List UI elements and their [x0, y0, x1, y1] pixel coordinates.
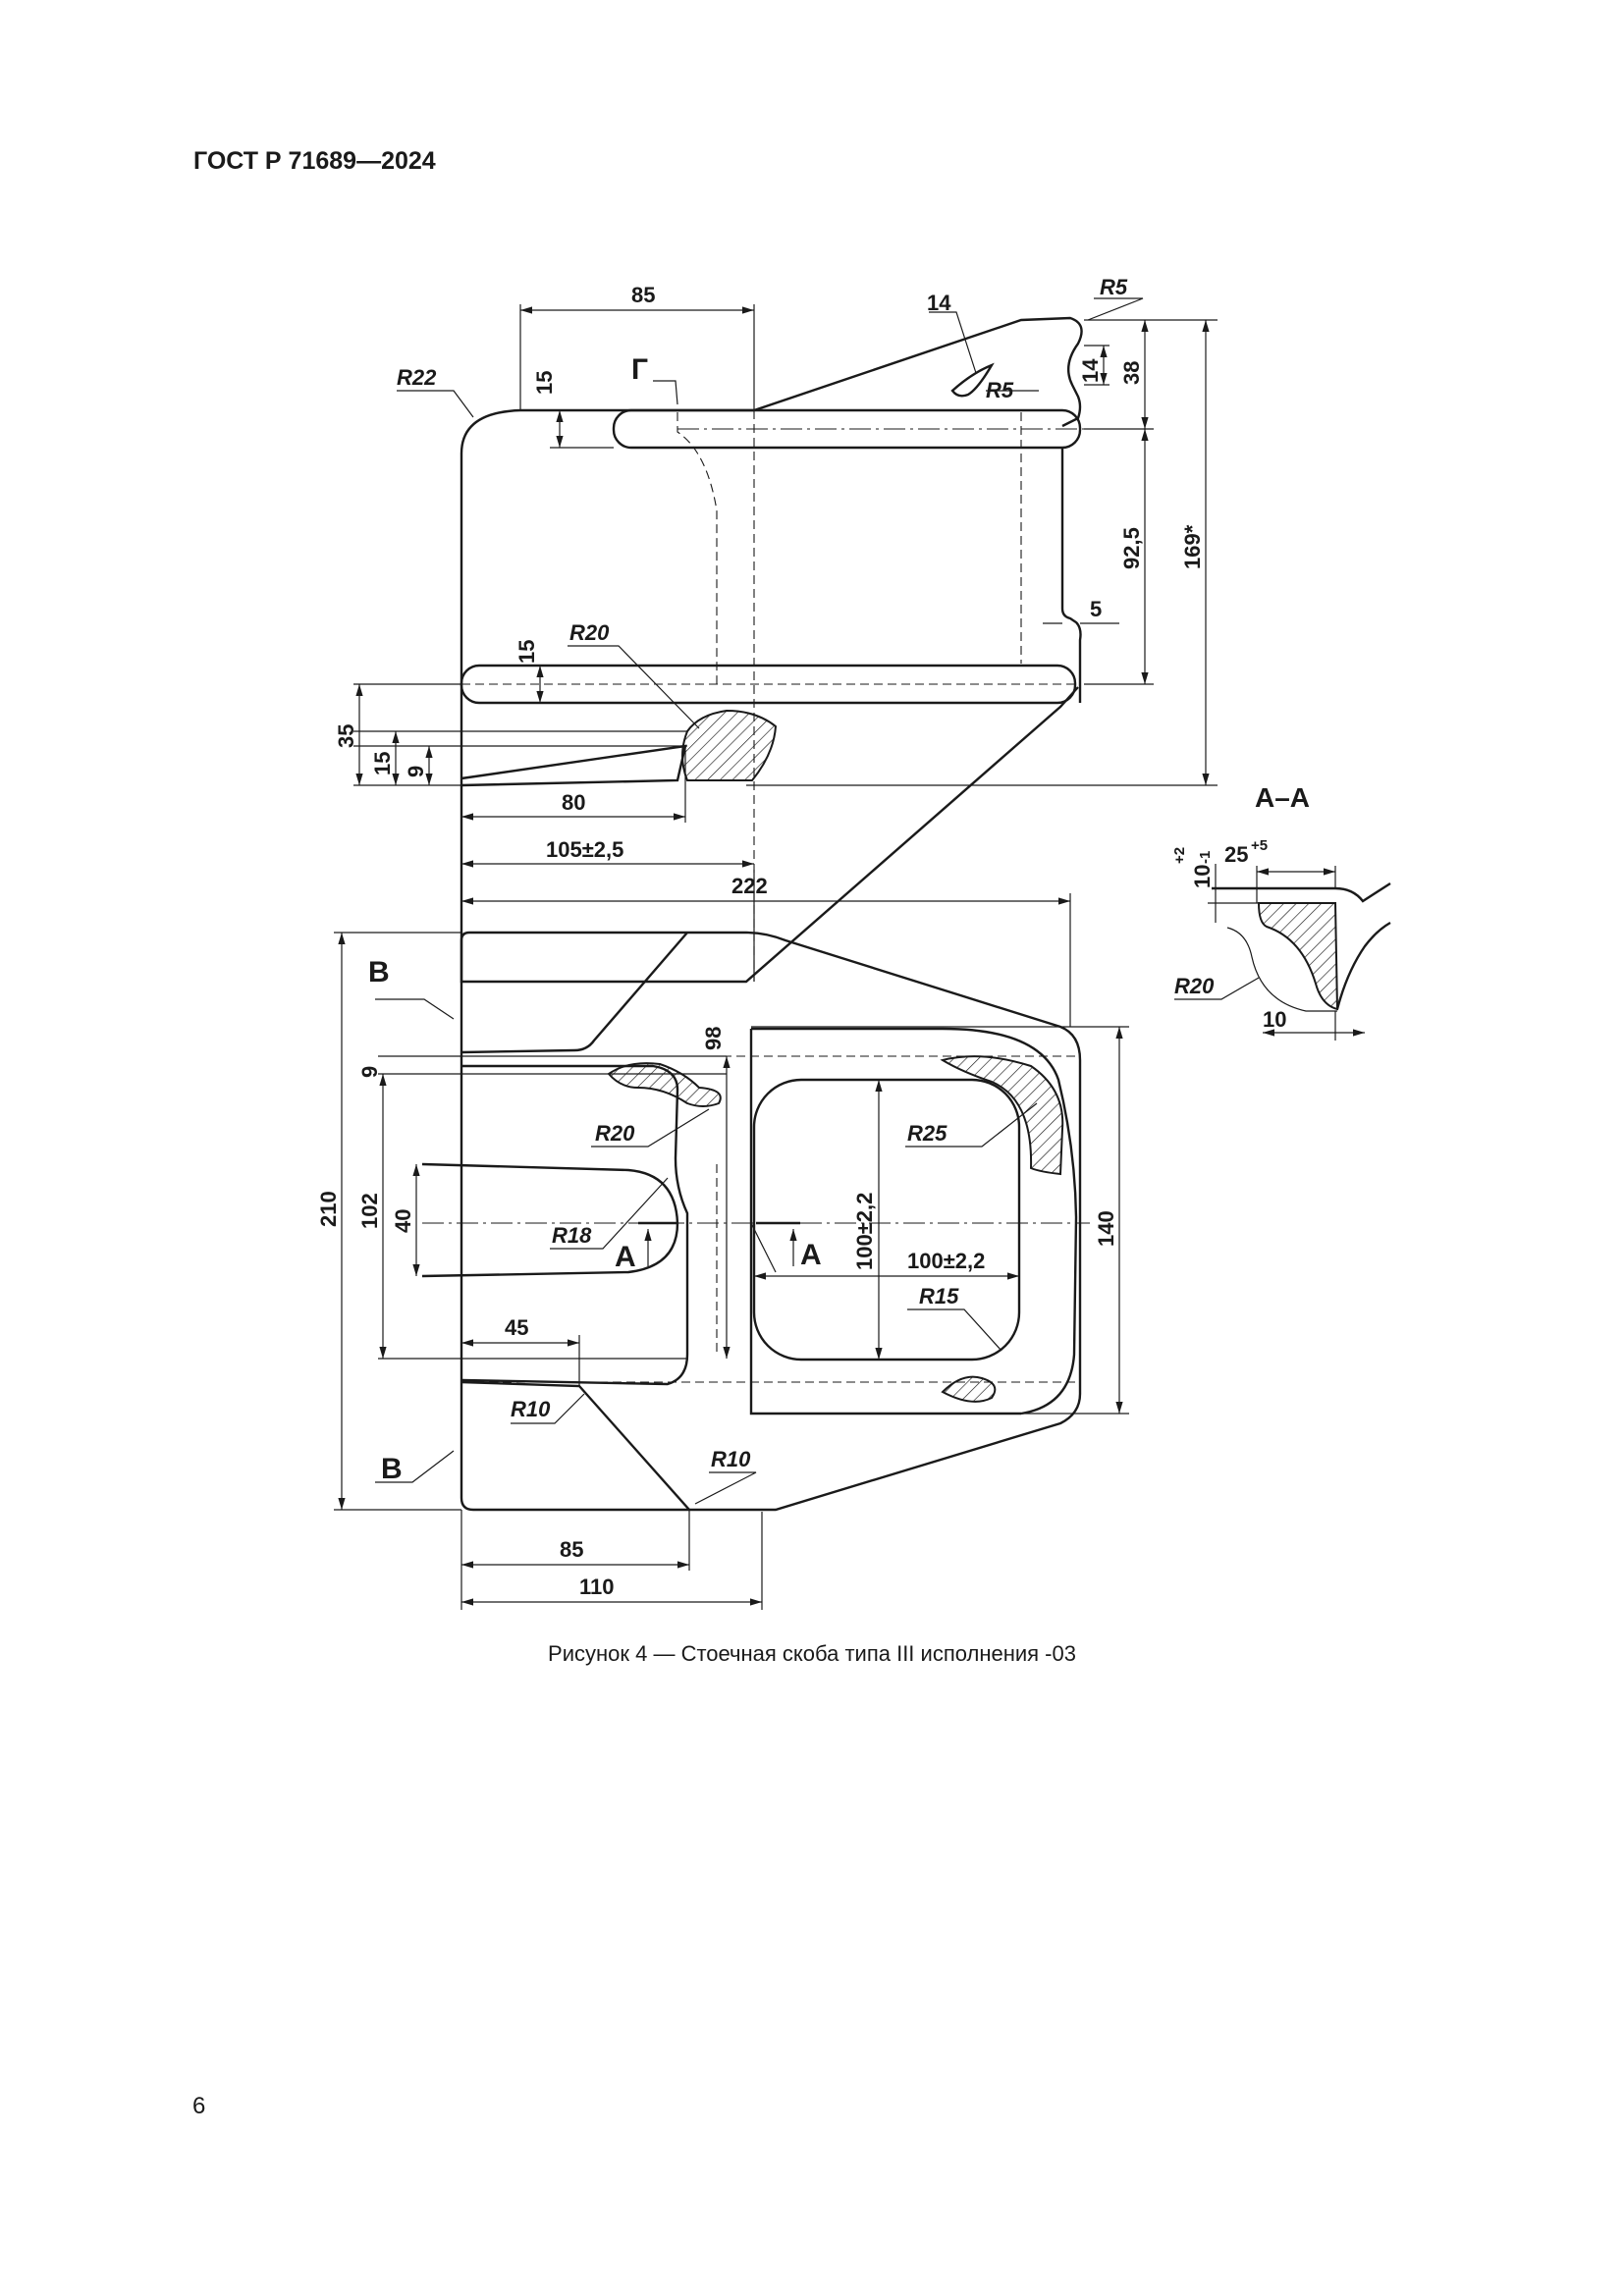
dim-100-vertical: 100±2,2: [852, 1193, 877, 1270]
dim-25-base: 25: [1224, 842, 1248, 867]
view-mark-b-top: В: [368, 956, 390, 988]
dim-38: 38: [1119, 361, 1144, 385]
dim-r20-plan: R20: [595, 1121, 635, 1146]
dim-15-mid: 15: [514, 640, 539, 664]
dim-r22: R22: [397, 365, 437, 390]
dim-r10-bottom: R10: [711, 1447, 751, 1471]
dim-9: 9: [357, 1066, 382, 1078]
dim-10-base: 10: [1190, 865, 1215, 888]
dim-222: 222: [731, 874, 768, 898]
dim-r20-section: R20: [1174, 974, 1215, 998]
view-mark-b-bottom: В: [381, 1453, 403, 1485]
dim-85: 85: [560, 1537, 583, 1562]
dim-110: 110: [579, 1575, 615, 1599]
dim-r10-left: R10: [511, 1397, 551, 1421]
section-title: А–А: [1255, 782, 1310, 813]
dim-80: 80: [562, 790, 585, 815]
dim-14-top: 14: [927, 291, 951, 315]
dim-r18: R18: [552, 1223, 592, 1248]
dim-85-top: 85: [631, 283, 655, 307]
dim-9-left: 9: [404, 766, 428, 777]
dim-140: 140: [1094, 1210, 1118, 1247]
dim-45: 45: [505, 1315, 528, 1340]
dim-15-upper: 15: [532, 371, 557, 395]
dim-r20-top: R20: [569, 620, 610, 645]
dim-r25: R25: [907, 1121, 947, 1146]
dim-10-sub: -1: [1197, 851, 1214, 864]
dim-92-5: 92,5: [1119, 527, 1144, 569]
section-mark-a-right: А: [800, 1239, 822, 1271]
top-view: 85 14 R5 R5 14 38 R22 15 Г 92,5 169* 5 1…: [334, 275, 1218, 984]
document-header: ГОСТ Р 71689—2024: [193, 147, 436, 175]
dim-98: 98: [701, 1027, 726, 1050]
dim-r15: R15: [919, 1284, 959, 1308]
section-mark-a-left: А: [615, 1241, 636, 1273]
dim-25-sup: +5: [1251, 837, 1268, 854]
dim-105: 105±2,5: [546, 837, 623, 862]
section-mark-g: Г: [631, 353, 648, 386]
dim-100-horizontal: 100±2,2: [907, 1249, 985, 1273]
dim-r5-inner: R5: [986, 378, 1014, 402]
plan-view: 222 В В 9 98 210 102 40 R20 R18 А А R25 …: [316, 874, 1129, 1610]
dim-102: 102: [357, 1193, 382, 1229]
figure-caption: Рисунок 4 — Стоечная скоба типа III испо…: [548, 1641, 1076, 1666]
dim-35: 35: [334, 724, 358, 748]
dim-14-right: 14: [1078, 358, 1103, 383]
dim-169: 169*: [1180, 524, 1205, 569]
dim-10-sup: +2: [1171, 847, 1188, 864]
page-number: 6: [192, 2093, 206, 2119]
dim-15-left: 15: [370, 752, 395, 775]
dim-40: 40: [391, 1209, 415, 1233]
dim-r5-top: R5: [1100, 275, 1128, 299]
section-a-a: А–А 10 +2 -1 25 +5 R20 10: [1171, 782, 1391, 1041]
dim-5: 5: [1090, 597, 1102, 621]
dim-10-bottom: 10: [1263, 1007, 1286, 1032]
dim-210: 210: [316, 1191, 341, 1227]
